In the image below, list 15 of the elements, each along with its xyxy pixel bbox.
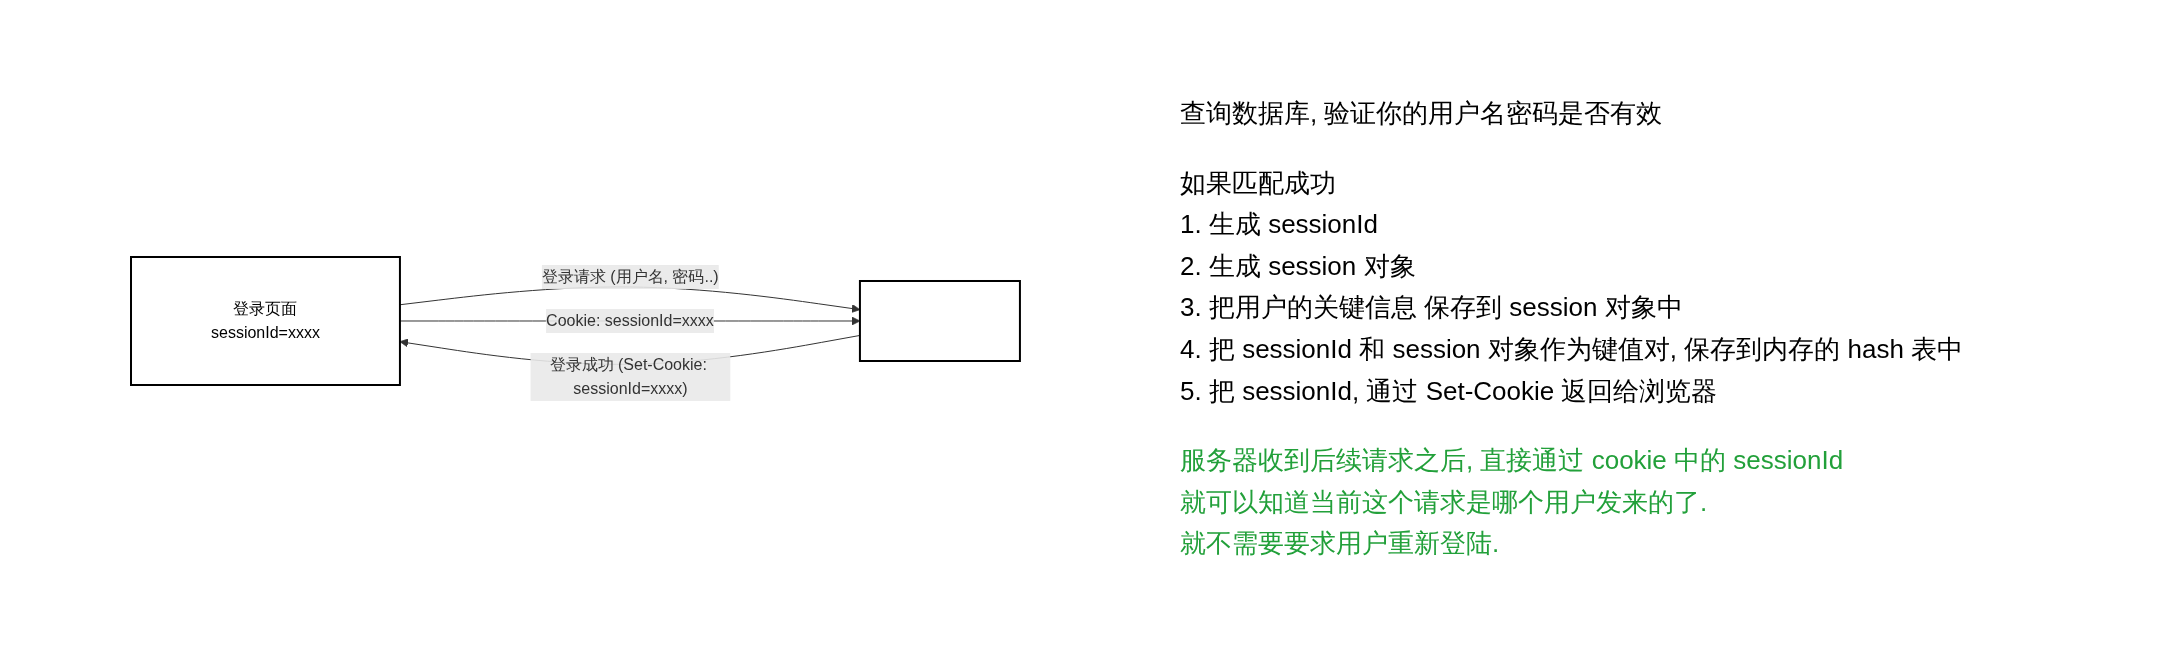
node-box <box>858 280 1021 363</box>
note-text: 4. 把 sessionId 和 session 对象作为键值对, 保存到内存的 hash 表中 <box>1180 333 1964 366</box>
edge-label: 登录请求 (用户名, 密码..) <box>541 268 719 286</box>
edge-label: 登录成功 (Set-Cookie: sessionId=xxxx) <box>549 355 707 397</box>
note-text: 如果匹配成功 <box>1180 166 1337 200</box>
note-text: 就不需要要求用户重新登陆. <box>1180 527 1501 561</box>
note-text: 1. 生成 sessionId <box>1180 208 1379 242</box>
edge-label: Cookie: sessionId=xxxx <box>545 312 714 330</box>
node-box: 登录页面 sessionId=xxxx <box>129 256 401 387</box>
note-text: 就可以知道当前这个请求是哪个用户发来的了. <box>1180 485 1709 519</box>
note-text: 服务器收到后续请求之后, 直接通过 cookie 中的 sessionId <box>1180 444 1845 478</box>
note-text: 3. 把用户的关键信息 保存到 session 对象中 <box>1180 291 1684 325</box>
note-text: 5. 把 sessionId, 通过 Set-Cookie 返回给浏览器 <box>1180 374 1719 408</box>
note-text: 2. 生成 session 对象 <box>1180 249 1417 283</box>
note-text: 查询数据库, 验证你的用户名密码是否有效 <box>1180 97 1664 131</box>
